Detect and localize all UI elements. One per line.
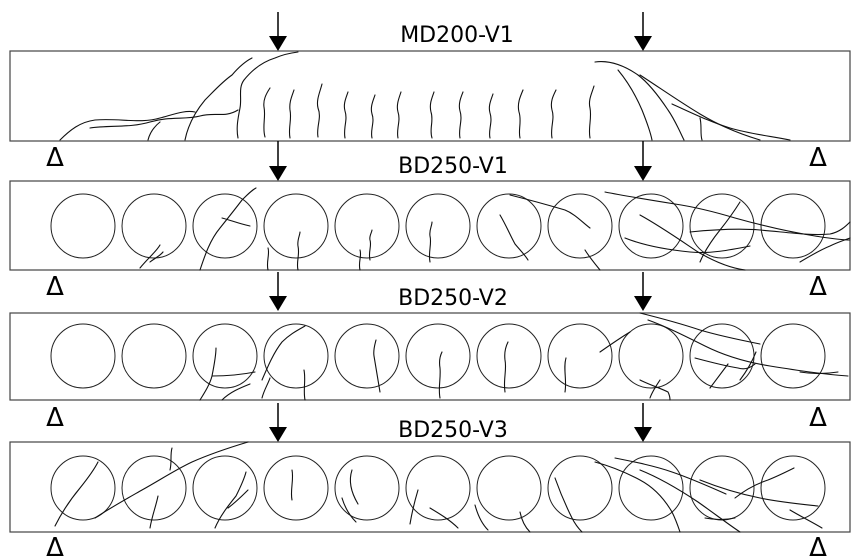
void-circle <box>476 323 542 389</box>
void-circle <box>263 455 329 521</box>
beam-outline <box>9 50 851 142</box>
void-circle <box>760 323 826 389</box>
beam-outline <box>9 312 851 401</box>
void-circle <box>334 193 400 259</box>
void-circle <box>192 193 258 259</box>
support-right: Δ <box>809 533 827 558</box>
void-circle <box>121 193 187 259</box>
support-right: Δ <box>809 403 827 433</box>
beam-bd250-v3: BD250-V3 Δ Δ <box>9 403 851 558</box>
beam-md200-v1: MD200-V1 Δ Δ <box>9 12 851 173</box>
load-arrow-right <box>634 403 652 442</box>
void-circle <box>334 323 400 389</box>
beam-label: MD200-V1 <box>400 23 514 48</box>
void-circle <box>405 323 471 389</box>
void-circle <box>547 193 613 259</box>
support-left: Δ <box>46 403 64 433</box>
void-circle <box>405 193 471 259</box>
void-circles <box>50 455 826 521</box>
support-left: Δ <box>46 143 64 173</box>
beam-bd250-v1: BD250-V1 Δ Δ <box>9 141 851 302</box>
void-circle <box>121 455 187 521</box>
load-arrow-left <box>269 12 287 51</box>
void-circle <box>689 193 755 259</box>
load-arrow-right <box>634 272 652 311</box>
void-circle <box>618 193 684 259</box>
void-circle <box>618 455 684 521</box>
void-circle <box>192 323 258 389</box>
void-circle <box>476 193 542 259</box>
beam-outline <box>9 441 851 533</box>
beam-label: BD250-V2 <box>398 286 508 311</box>
crack-pattern <box>59 51 791 141</box>
void-circle <box>263 323 329 389</box>
crack-pattern <box>199 312 849 401</box>
void-circle <box>689 323 755 389</box>
void-circle <box>192 455 258 521</box>
load-arrow-left <box>269 403 287 442</box>
support-right: Δ <box>809 272 827 302</box>
void-circle <box>405 455 471 521</box>
void-circle <box>760 193 826 259</box>
load-arrow-left <box>269 141 287 181</box>
void-circle <box>547 323 613 389</box>
void-circle <box>476 455 542 521</box>
beam-label: BD250-V3 <box>398 418 508 443</box>
void-circle <box>334 455 400 521</box>
void-circles <box>50 193 826 259</box>
load-arrow-left <box>269 272 287 311</box>
void-circle <box>50 323 116 389</box>
crack-pattern <box>139 187 851 271</box>
void-circle <box>618 323 684 389</box>
void-circle <box>547 455 613 521</box>
crack-pattern <box>54 441 823 533</box>
void-circle <box>263 193 329 259</box>
void-circle <box>50 455 116 521</box>
support-right: Δ <box>809 143 827 173</box>
beam-bd250-v2: BD250-V2 Δ Δ <box>9 272 851 433</box>
beam-outline <box>9 180 851 271</box>
support-left: Δ <box>46 533 64 558</box>
beam-label: BD250-V1 <box>398 154 508 179</box>
support-left: Δ <box>46 272 64 302</box>
load-arrow-right <box>634 141 652 181</box>
void-circle <box>50 193 116 259</box>
void-circle <box>760 455 826 521</box>
load-arrow-right <box>634 12 652 51</box>
void-circles <box>50 323 826 389</box>
void-circle <box>121 323 187 389</box>
